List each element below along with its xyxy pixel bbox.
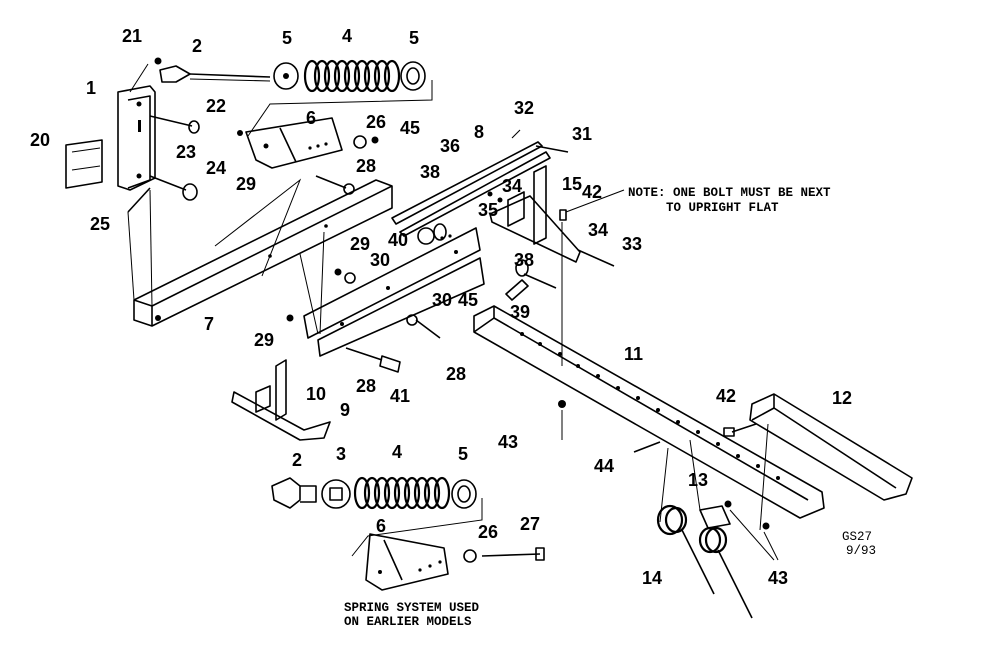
callout-5: 5 <box>458 444 468 464</box>
drawing-mark: GS27 9/93 <box>842 530 876 558</box>
callout-26: 26 <box>366 112 386 132</box>
bracket-9 <box>231 359 331 441</box>
callout-28: 28 <box>356 156 376 176</box>
callout-45: 45 <box>458 290 478 310</box>
tine-assembly <box>656 439 779 619</box>
note-line-2: TO UPRIGHT FLAT <box>666 201 779 215</box>
callout-3: 3 <box>336 444 346 464</box>
callout-4: 4 <box>342 26 352 46</box>
frame-tube <box>127 178 393 335</box>
callout-34: 34 <box>588 220 608 240</box>
callout-4: 4 <box>392 442 402 462</box>
callout-40: 40 <box>388 230 408 250</box>
note-line-1: NOTE: ONE BOLT MUST BE NEXT <box>628 186 831 200</box>
callout-29: 29 <box>254 330 274 350</box>
callout-14: 14 <box>642 568 662 588</box>
lower-spring-assembly <box>271 476 545 591</box>
callout-33: 33 <box>622 234 642 254</box>
callout-30: 30 <box>370 250 390 270</box>
callout-21: 21 <box>122 26 142 46</box>
callout-42: 42 <box>716 386 736 406</box>
callout-2: 2 <box>292 450 302 470</box>
callout-28: 28 <box>446 364 466 384</box>
callout-20: 20 <box>30 130 50 150</box>
callout-38: 38 <box>420 162 440 182</box>
callout-45: 45 <box>400 118 420 138</box>
hitch-plate-assembly <box>65 57 200 213</box>
callout-1: 1 <box>86 78 96 98</box>
top-spring-assembly <box>159 59 433 137</box>
callout-13: 13 <box>688 470 708 490</box>
callout-44: 44 <box>594 456 614 476</box>
drawing-date: 9/93 <box>846 544 876 558</box>
callout-43: 43 <box>498 432 518 452</box>
callout-25: 25 <box>90 214 110 234</box>
callout-43: 43 <box>768 568 788 588</box>
callout-23: 23 <box>176 142 196 162</box>
callout-7: 7 <box>204 314 214 334</box>
callout-24: 24 <box>206 158 226 178</box>
callout-labels: 1 2 2 3 4 4 5 5 5 6 6 7 8 9 10 11 12 13 … <box>30 26 852 588</box>
channel-12 <box>723 393 913 531</box>
callout-29: 29 <box>236 174 256 194</box>
callout-6: 6 <box>306 108 316 128</box>
callout-30: 30 <box>432 290 452 310</box>
callout-5: 5 <box>282 28 292 48</box>
callout-15: 15 <box>562 174 582 194</box>
drawing-id: GS27 <box>842 530 872 544</box>
callout-12: 12 <box>832 388 852 408</box>
callout-41: 41 <box>390 386 410 406</box>
callout-9: 9 <box>340 400 350 420</box>
callout-32: 32 <box>514 98 534 118</box>
spring-bracket-top <box>237 117 379 195</box>
callout-38: 38 <box>514 250 534 270</box>
callout-8: 8 <box>474 122 484 142</box>
callout-10: 10 <box>306 384 326 404</box>
callout-39: 39 <box>510 302 530 322</box>
callout-31: 31 <box>572 124 592 144</box>
callout-28: 28 <box>356 376 376 396</box>
caption-line-1: SPRING SYSTEM USED <box>344 601 480 615</box>
callout-5: 5 <box>409 28 419 48</box>
mount-arms <box>286 129 625 373</box>
callout-36: 36 <box>440 136 460 156</box>
callout-11: 11 <box>624 344 643 364</box>
callout-26: 26 <box>478 522 498 542</box>
earlier-models-caption: SPRING SYSTEM USED ON EARLIER MODELS <box>344 601 480 629</box>
caption-line-2: ON EARLIER MODELS <box>344 615 472 629</box>
callout-42: 42 <box>582 182 602 202</box>
assembly-note: NOTE: ONE BOLT MUST BE NEXT TO UPRIGHT F… <box>628 186 831 215</box>
callout-27: 27 <box>520 514 540 534</box>
callout-6: 6 <box>376 516 386 536</box>
callout-34: 34 <box>502 176 522 196</box>
callout-35: 35 <box>478 200 498 220</box>
callout-2: 2 <box>192 36 202 56</box>
callout-29: 29 <box>350 234 370 254</box>
callout-22: 22 <box>206 96 226 116</box>
beam-11 <box>473 305 825 519</box>
